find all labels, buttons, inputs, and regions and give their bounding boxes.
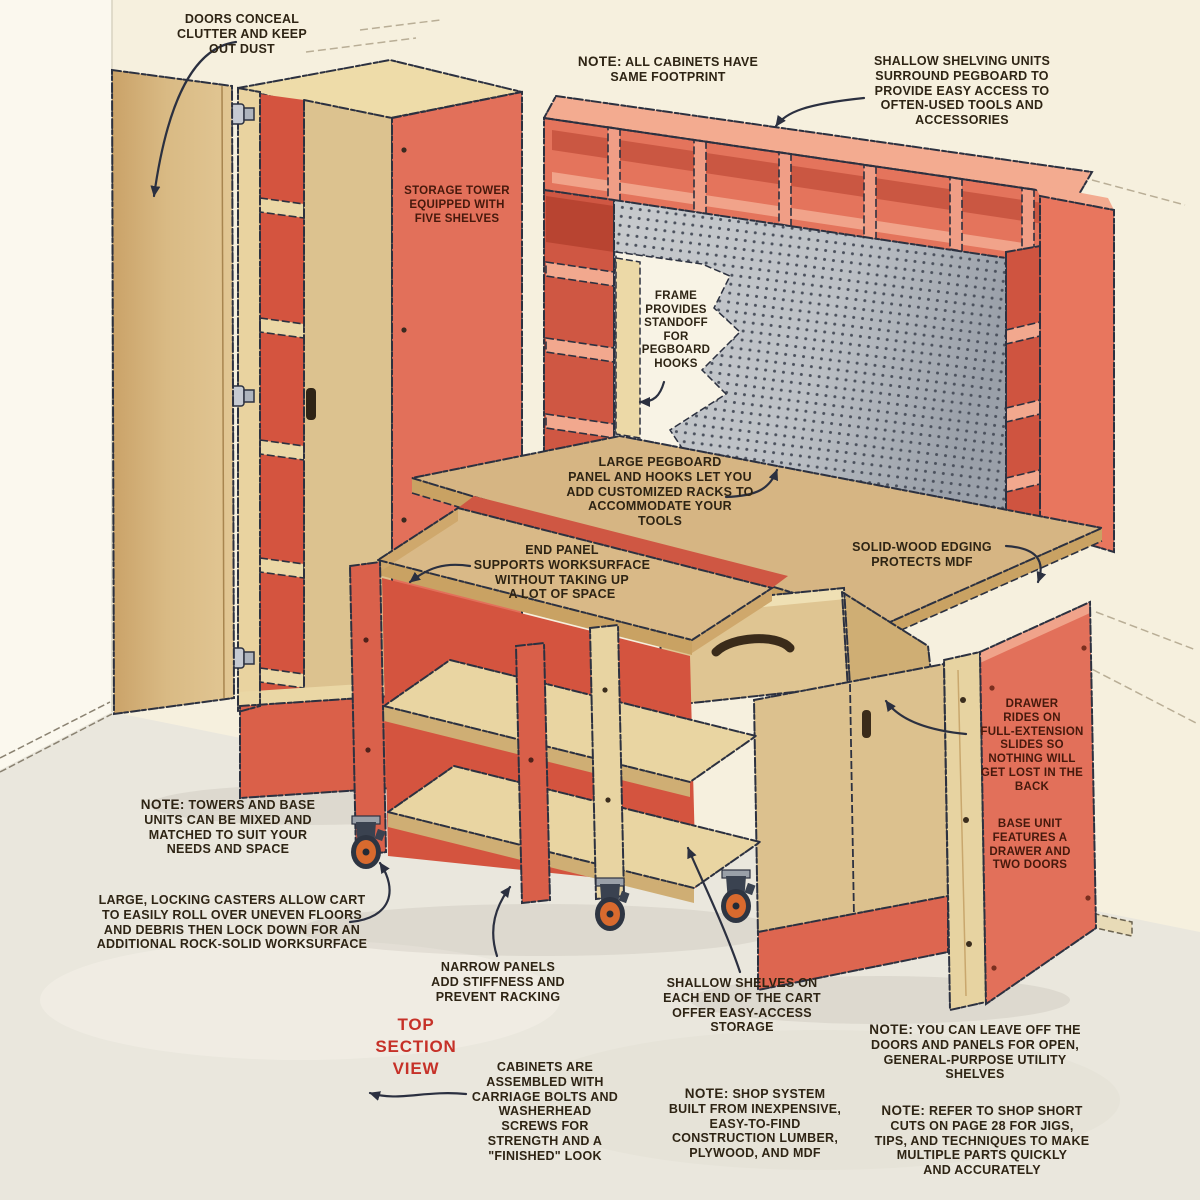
callout-text: REFER TO SHOP SHORT CUTS ON PAGE 28 FOR … (874, 1104, 1090, 1178)
callout-shallow-units: SHALLOW SHELVING UNITS SURROUND PEGBOARD… (874, 54, 1050, 128)
base-corner-post (944, 652, 986, 1010)
callout-shallow-shelves: SHALLOW SHELVES ON EACH END OF THE CART … (663, 976, 821, 1035)
callout-note-refer: NOTE: REFER TO SHOP SHORT CUTS ON PAGE 2… (875, 1103, 1090, 1178)
base-unit-doors (754, 664, 948, 936)
note-prefix: NOTE: (684, 1086, 729, 1101)
caster-wheel (351, 815, 386, 869)
callout-text: DRAWER RIDES ON FULL-EXTENSION SLIDES SO… (980, 698, 1084, 793)
callout-end-panel: END PANEL SUPPORTS WORKSURFACE WITHOUT T… (474, 543, 651, 602)
callout-note-towers: NOTE: TOWERS AND BASE UNITS CAN BE MIXED… (141, 797, 315, 857)
callout-text: YOU CAN LEAVE OFF THE DOORS AND PANELS F… (871, 1023, 1081, 1082)
cart-leg (350, 562, 386, 856)
callout-casters: LARGE, LOCKING CASTERS ALLOW CART TO EAS… (97, 893, 368, 952)
callout-note-leave-off: NOTE: YOU CAN LEAVE OFF THE DOORS AND PA… (863, 1022, 1088, 1082)
callout-leaders (150, 40, 1047, 1101)
callout-text: ALL CABINETS HAVE SAME FOOTPRINT (610, 55, 759, 84)
cart-top (378, 508, 772, 640)
note-prefix: NOTE: (577, 54, 622, 69)
tower-open-door (112, 70, 234, 714)
tower-closed-door (304, 100, 392, 704)
callout-note-shop: NOTE: SHOP SYSTEM BUILT FROM INEXPENSIVE… (669, 1086, 841, 1161)
rolling-cart (348, 496, 788, 905)
caster-wheel (595, 877, 630, 931)
callout-text: LARGE, LOCKING CASTERS ALLOW CART TO EAS… (96, 893, 368, 952)
note-prefix: NOTE: (881, 1103, 926, 1118)
drawer-handle (711, 634, 795, 657)
cart-narrow-panel (516, 643, 550, 903)
base-side-panel (980, 602, 1096, 1004)
note-prefix: NOTE: (140, 797, 185, 812)
callout-text: SHALLOW SHELVES ON EACH END OF THE CART … (663, 976, 821, 1035)
note-prefix: NOTE: (869, 1022, 914, 1037)
callout-text: END PANEL SUPPORTS WORKSURFACE WITHOUT T… (473, 543, 651, 602)
cart-corner-post (590, 625, 624, 899)
callout-note-footprint: NOTE: ALL CABINETS HAVE SAME FOOTPRINT (578, 54, 758, 85)
callout-text: TOP SECTION VIEW (375, 1015, 457, 1079)
callout-text: SOLID-WOOD EDGING PROTECTS MDF (852, 540, 992, 569)
callout-text: FRAME PROVIDES STANDOFF FOR PEGBOARD HOO… (641, 290, 711, 370)
base-unit (752, 600, 1098, 1012)
callout-text: TOWERS AND BASE UNITS CAN BE MIXED AND M… (144, 798, 316, 857)
callout-drawer-rides: DRAWER RIDES ON FULL-EXTENSION SLIDES SO… (980, 698, 1083, 795)
callout-text: LARGE PEGBOARD PANEL AND HOOKS LET YOU A… (566, 455, 754, 528)
callout-doors-conceal: DOORS CONCEAL CLUTTER AND KEEP OUT DUST (177, 12, 307, 56)
callout-base-unit: BASE UNIT FEATURES A DRAWER AND TWO DOOR… (989, 818, 1070, 873)
callout-cabinets-assembled: CABINETS ARE ASSEMBLED WITH CARRIAGE BOL… (472, 1060, 618, 1163)
callout-frame-standoff: FRAME PROVIDES STANDOFF FOR PEGBOARD HOO… (642, 290, 710, 371)
casters (351, 815, 756, 931)
caster-wheel (721, 869, 756, 923)
section-view-title: TOP SECTION VIEW (375, 1014, 456, 1080)
tower-door-handle (306, 388, 316, 420)
callout-storage-tower: STORAGE TOWER EQUIPPED WITH FIVE SHELVES (404, 185, 510, 226)
callout-large-pegboard: LARGE PEGBOARD PANEL AND HOOKS LET YOU A… (566, 455, 753, 529)
callout-text: DOORS CONCEAL CLUTTER AND KEEP OUT DUST (177, 12, 307, 56)
base-door-handle (862, 710, 871, 738)
callout-text: BASE UNIT FEATURES A DRAWER AND TWO DOOR… (989, 818, 1071, 872)
callout-solid-wood: SOLID-WOOD EDGING PROTECTS MDF (852, 540, 992, 570)
callout-text: NARROW PANELS ADD STIFFNESS AND PREVENT … (431, 960, 565, 1004)
tower-shelves (259, 197, 305, 689)
pegboard-shelving-unit (542, 94, 1115, 554)
callout-text: CABINETS ARE ASSEMBLED WITH CARRIAGE BOL… (471, 1060, 619, 1163)
worksurface (412, 436, 1102, 622)
callout-narrow-panels: NARROW PANELS ADD STIFFNESS AND PREVENT … (431, 960, 565, 1004)
callout-text: STORAGE TOWER EQUIPPED WITH FIVE SHELVES (404, 185, 510, 225)
callout-text: SHALLOW SHELVING UNITS SURROUND PEGBOARD… (873, 54, 1051, 127)
callout-text: SHOP SYSTEM BUILT FROM INEXPENSIVE, EASY… (668, 1087, 842, 1161)
